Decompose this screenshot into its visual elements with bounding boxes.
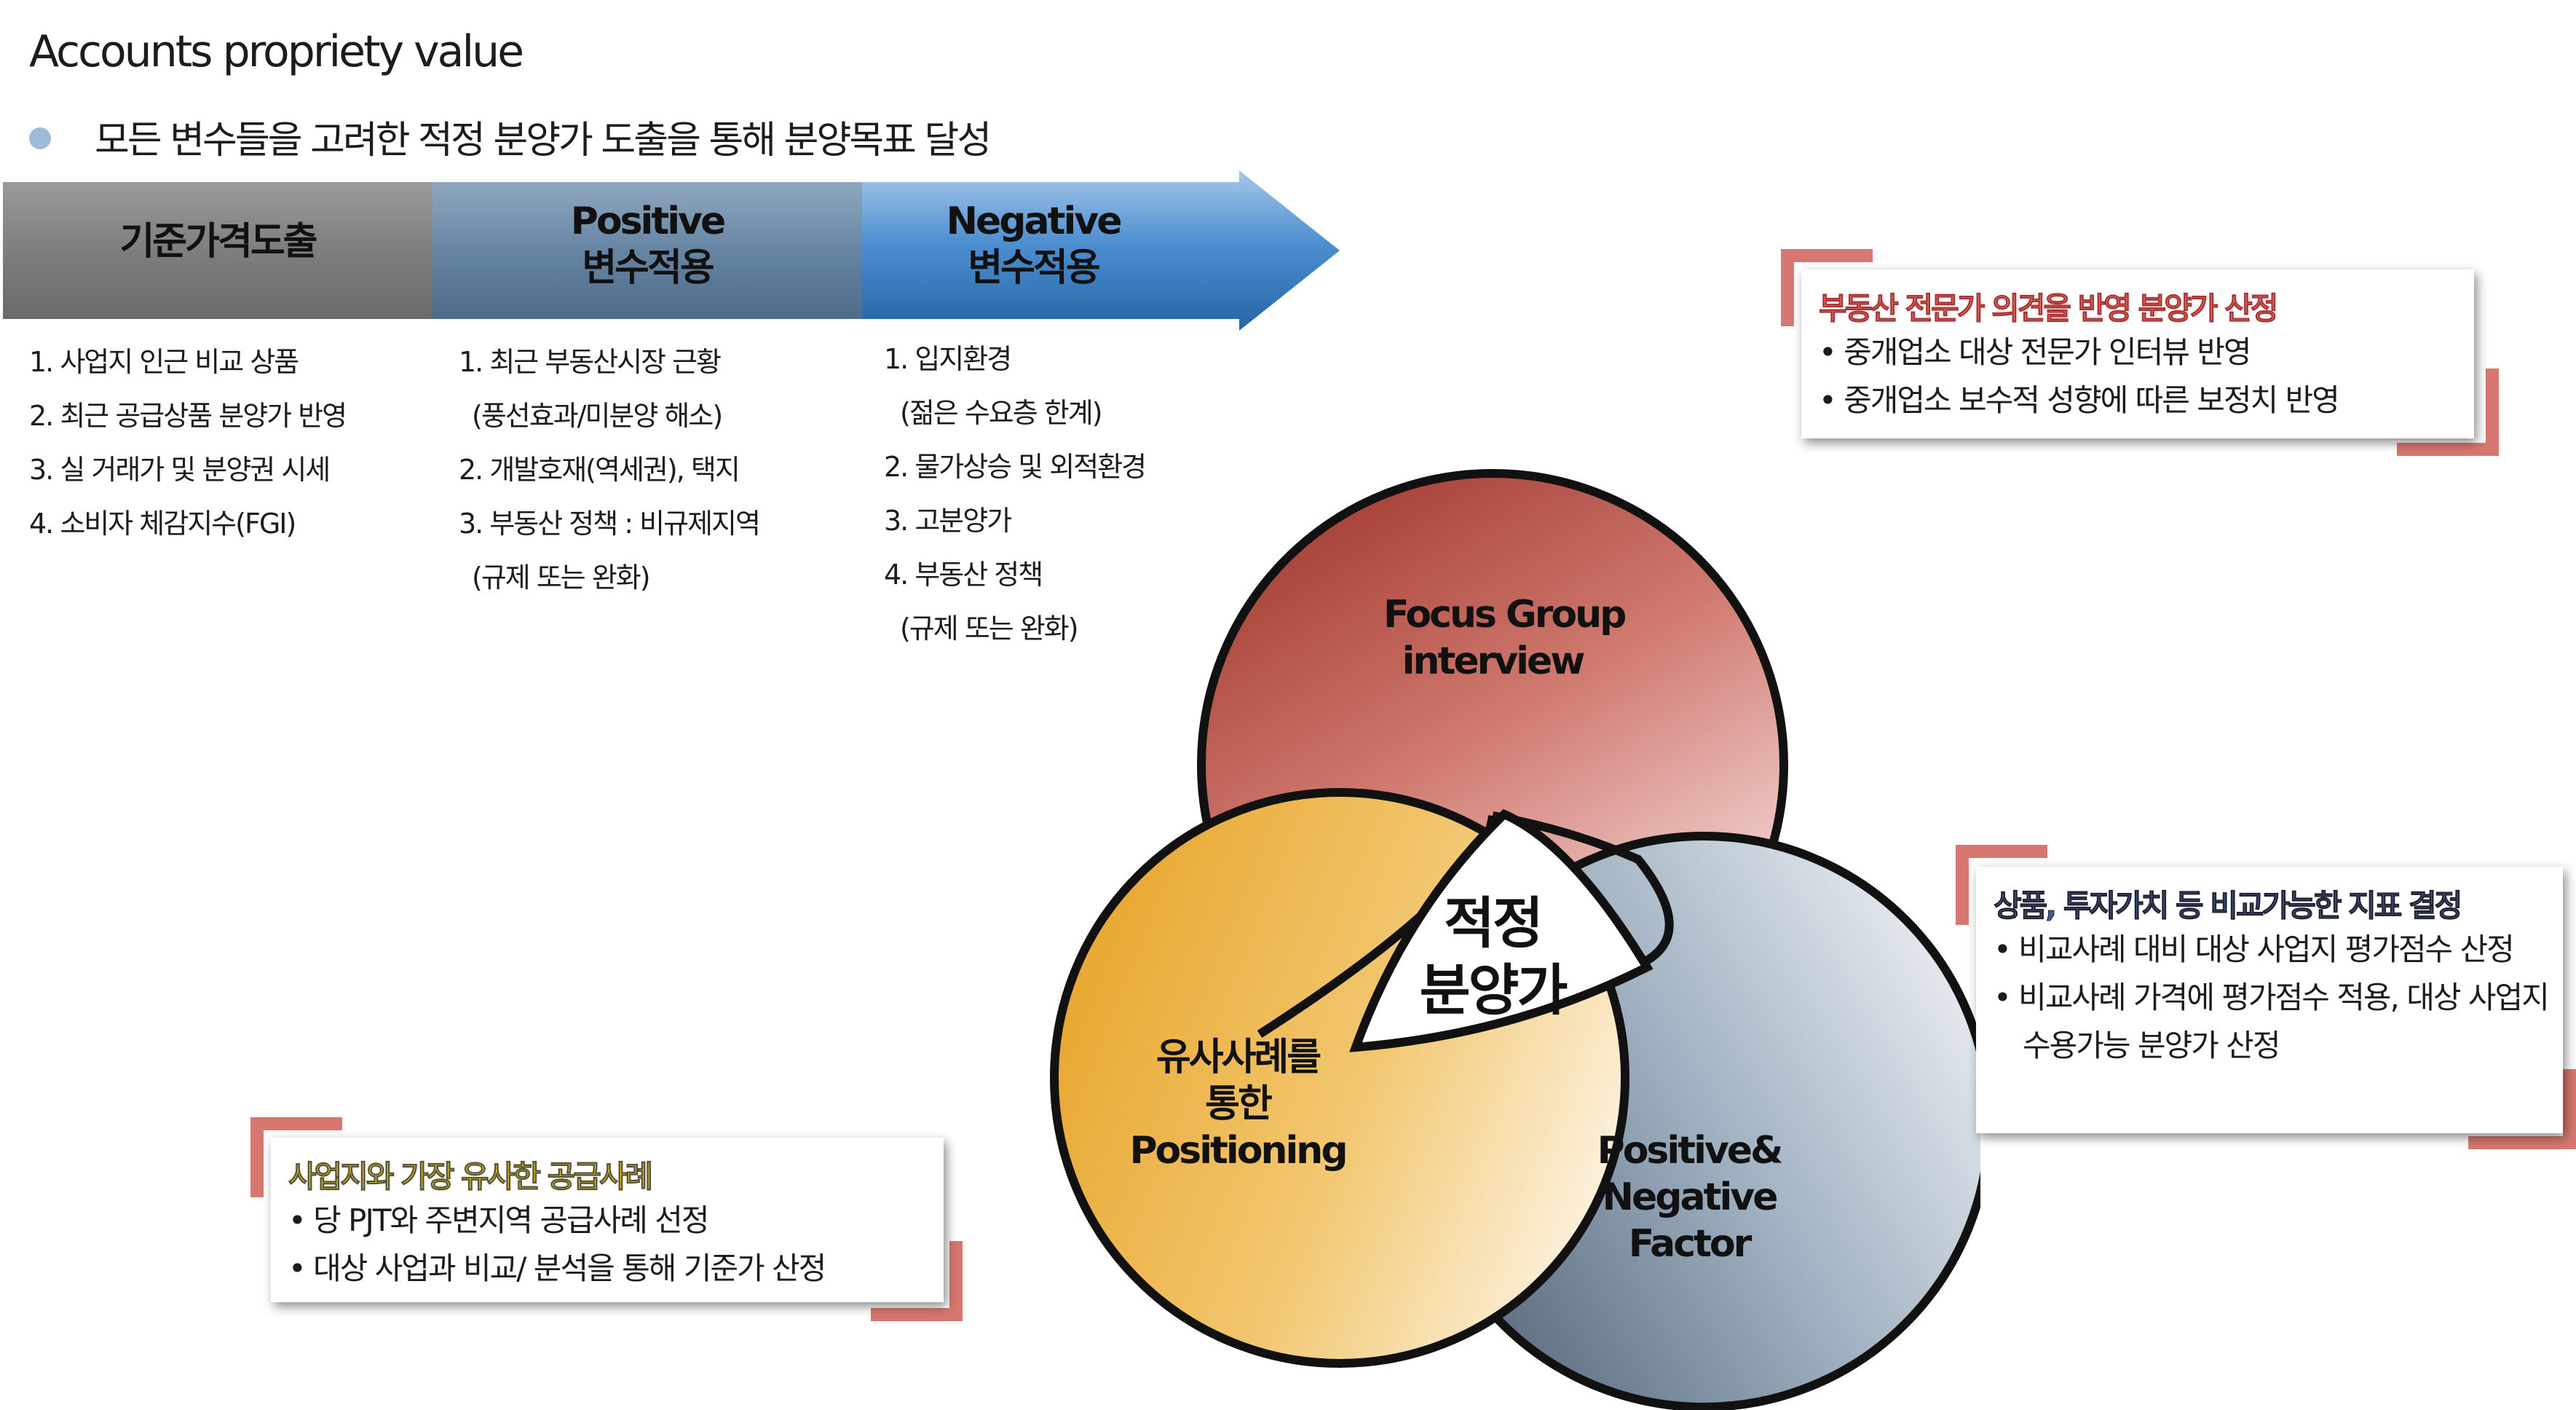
- list-item: 3. 실 거래가 및 분양권 시세: [29, 454, 331, 486]
- stage-1-label: 기준가격도출: [3, 218, 432, 265]
- venn-left-label: 유사사례를 통한 Positioning: [1114, 1034, 1362, 1174]
- mid-right-callout: 상품, 투자가치 등 비교가능한 지표 결정 • 비교사례 대비 대상 사업지 …: [1976, 867, 2563, 1133]
- stage-2-block: [432, 182, 862, 319]
- stage-1-line1: 기준가격도출: [119, 220, 317, 264]
- venn-center-region: [1349, 808, 1654, 1052]
- list-item: (젊은 수요층 한계): [900, 397, 1103, 429]
- bottom-left-heading: 사업지와 가장 유사한 공급사례: [288, 1159, 654, 1195]
- stage-2-line1: Positive: [570, 200, 726, 243]
- list-item: 수용가능 분양가 산정: [2023, 1028, 2280, 1063]
- list-item: • 비교사례 가격에 평가점수 적용, 대상 사업지: [1994, 980, 2550, 1015]
- venn-right-line2: Negative: [1602, 1175, 1779, 1219]
- stage-2-label: Positive 변수적용: [432, 198, 862, 291]
- top-right-callout: 부동산 전문가 의견을 반영 분양가 산정 • 중개업소 대상 전문가 인터뷰 …: [1801, 269, 2474, 438]
- stage-1-block: [3, 182, 432, 319]
- mid-right-corner-accent-2: [2468, 1069, 2576, 1149]
- list-item: • 대상 사업과 비교/ 분석을 통해 기준가 산정: [288, 1251, 826, 1286]
- venn-top-line2: interview: [1402, 639, 1586, 683]
- venn-right-line3: Factor: [1628, 1222, 1753, 1266]
- stage-3-line1: Negative: [946, 200, 1123, 243]
- top-right-corner-accent-2: [2397, 369, 2499, 456]
- column-2-list: 1. 최근 부동산시장 근황 (풍선효과/미분양 해소) 2. 개발호재(역세권…: [459, 335, 761, 604]
- list-item: 3. 부동산 정책 : 비규제지역: [459, 508, 761, 540]
- stage-2-line2: 변수적용: [582, 246, 714, 290]
- top-right-heading: 부동산 전문가 의견을 반영 분양가 산정: [1819, 291, 2279, 327]
- stage-3-line2: 변수적용: [968, 246, 1100, 290]
- list-item: 1. 입지환경: [884, 343, 1012, 375]
- subtitle-text: 모든 변수들을 고려한 적정 분양가 도출을 통해 분양목표 달성: [95, 119, 992, 162]
- list-item: • 중개업소 대상 전문가 인터뷰 반영: [1819, 334, 2252, 370]
- list-item: 4. 소비자 체감지수(FGI): [29, 508, 296, 540]
- list-item: 4. 부동산 정책: [884, 559, 1043, 591]
- venn-diagram: [1050, 469, 1980, 1410]
- venn-left-line3: Positioning: [1129, 1129, 1348, 1173]
- process-arrow: [3, 170, 1340, 331]
- bottom-left-callout: 사업지와 가장 유사한 공급사례 • 당 PJT와 주변지역 공급사례 선정 •…: [271, 1138, 944, 1302]
- venn-center-label: 적정 분양가: [1391, 890, 1595, 1024]
- venn-center-line1: 적정: [1444, 891, 1544, 956]
- venn-top-label: Focus Group interview: [1383, 591, 1627, 685]
- venn-center-line2: 분양가: [1419, 958, 1568, 1023]
- venn-left-line2: 통한: [1205, 1082, 1273, 1126]
- list-item: 3. 고분양가: [884, 505, 1012, 537]
- bottom-left-corner-accent-2: [871, 1241, 963, 1321]
- mid-right-corner-accent: [1956, 845, 2047, 925]
- column-1-list: 1. 사업지 인근 비교 상품 2. 최근 공급상품 분양가 반영 3. 실 거…: [29, 335, 347, 551]
- mid-right-heading: 상품, 투자가치 등 비교가능한 지표 결정: [1994, 888, 2463, 924]
- venn-right-arc: [1491, 811, 1674, 966]
- stage-3-arrowhead: [862, 170, 1340, 331]
- venn-left-line1: 유사사례를: [1155, 1036, 1321, 1079]
- list-item: 2. 물가상승 및 외적환경: [884, 451, 1147, 483]
- bullet-dot-icon: [29, 127, 51, 149]
- bottom-left-corner-accent: [250, 1117, 342, 1197]
- list-item: 2. 개발호재(역세권), 택지: [459, 454, 740, 486]
- column-3-list: 1. 입지환경 (젊은 수요층 한계) 2. 물가상승 및 외적환경 3. 고분…: [884, 332, 1147, 655]
- page-subtitle: 모든 변수들을 고려한 적정 분양가 도출을 통해 분양목표 달성: [29, 109, 992, 164]
- list-item: • 비교사례 대비 대상 사업지 평가점수 산정: [1994, 932, 2515, 967]
- top-right-corner-accent: [1781, 249, 1873, 326]
- venn-right-label: Positive& Negative Factor: [1565, 1127, 1813, 1267]
- list-item: (규제 또는 완화): [472, 562, 651, 594]
- venn-right-line1: Positive&: [1597, 1129, 1784, 1173]
- list-item: (풍선효과/미분양 해소): [472, 400, 723, 432]
- page-title: Accounts propriety value: [29, 26, 524, 77]
- list-item: • 당 PJT와 주변지역 공급사례 선정: [288, 1202, 710, 1238]
- list-item: • 중개업소 보수적 성향에 따른 보정치 반영: [1819, 382, 2340, 418]
- list-item: 2. 최근 공급상품 분양가 반영: [29, 400, 347, 432]
- list-item: 1. 최근 부동산시장 근황: [459, 346, 722, 378]
- stage-3-label: Negative 변수적용: [862, 198, 1204, 291]
- list-item: 1. 사업지 인근 비교 상품: [29, 346, 299, 378]
- venn-top-line1: Focus Group: [1383, 593, 1627, 637]
- list-item: (규제 또는 완화): [900, 613, 1079, 645]
